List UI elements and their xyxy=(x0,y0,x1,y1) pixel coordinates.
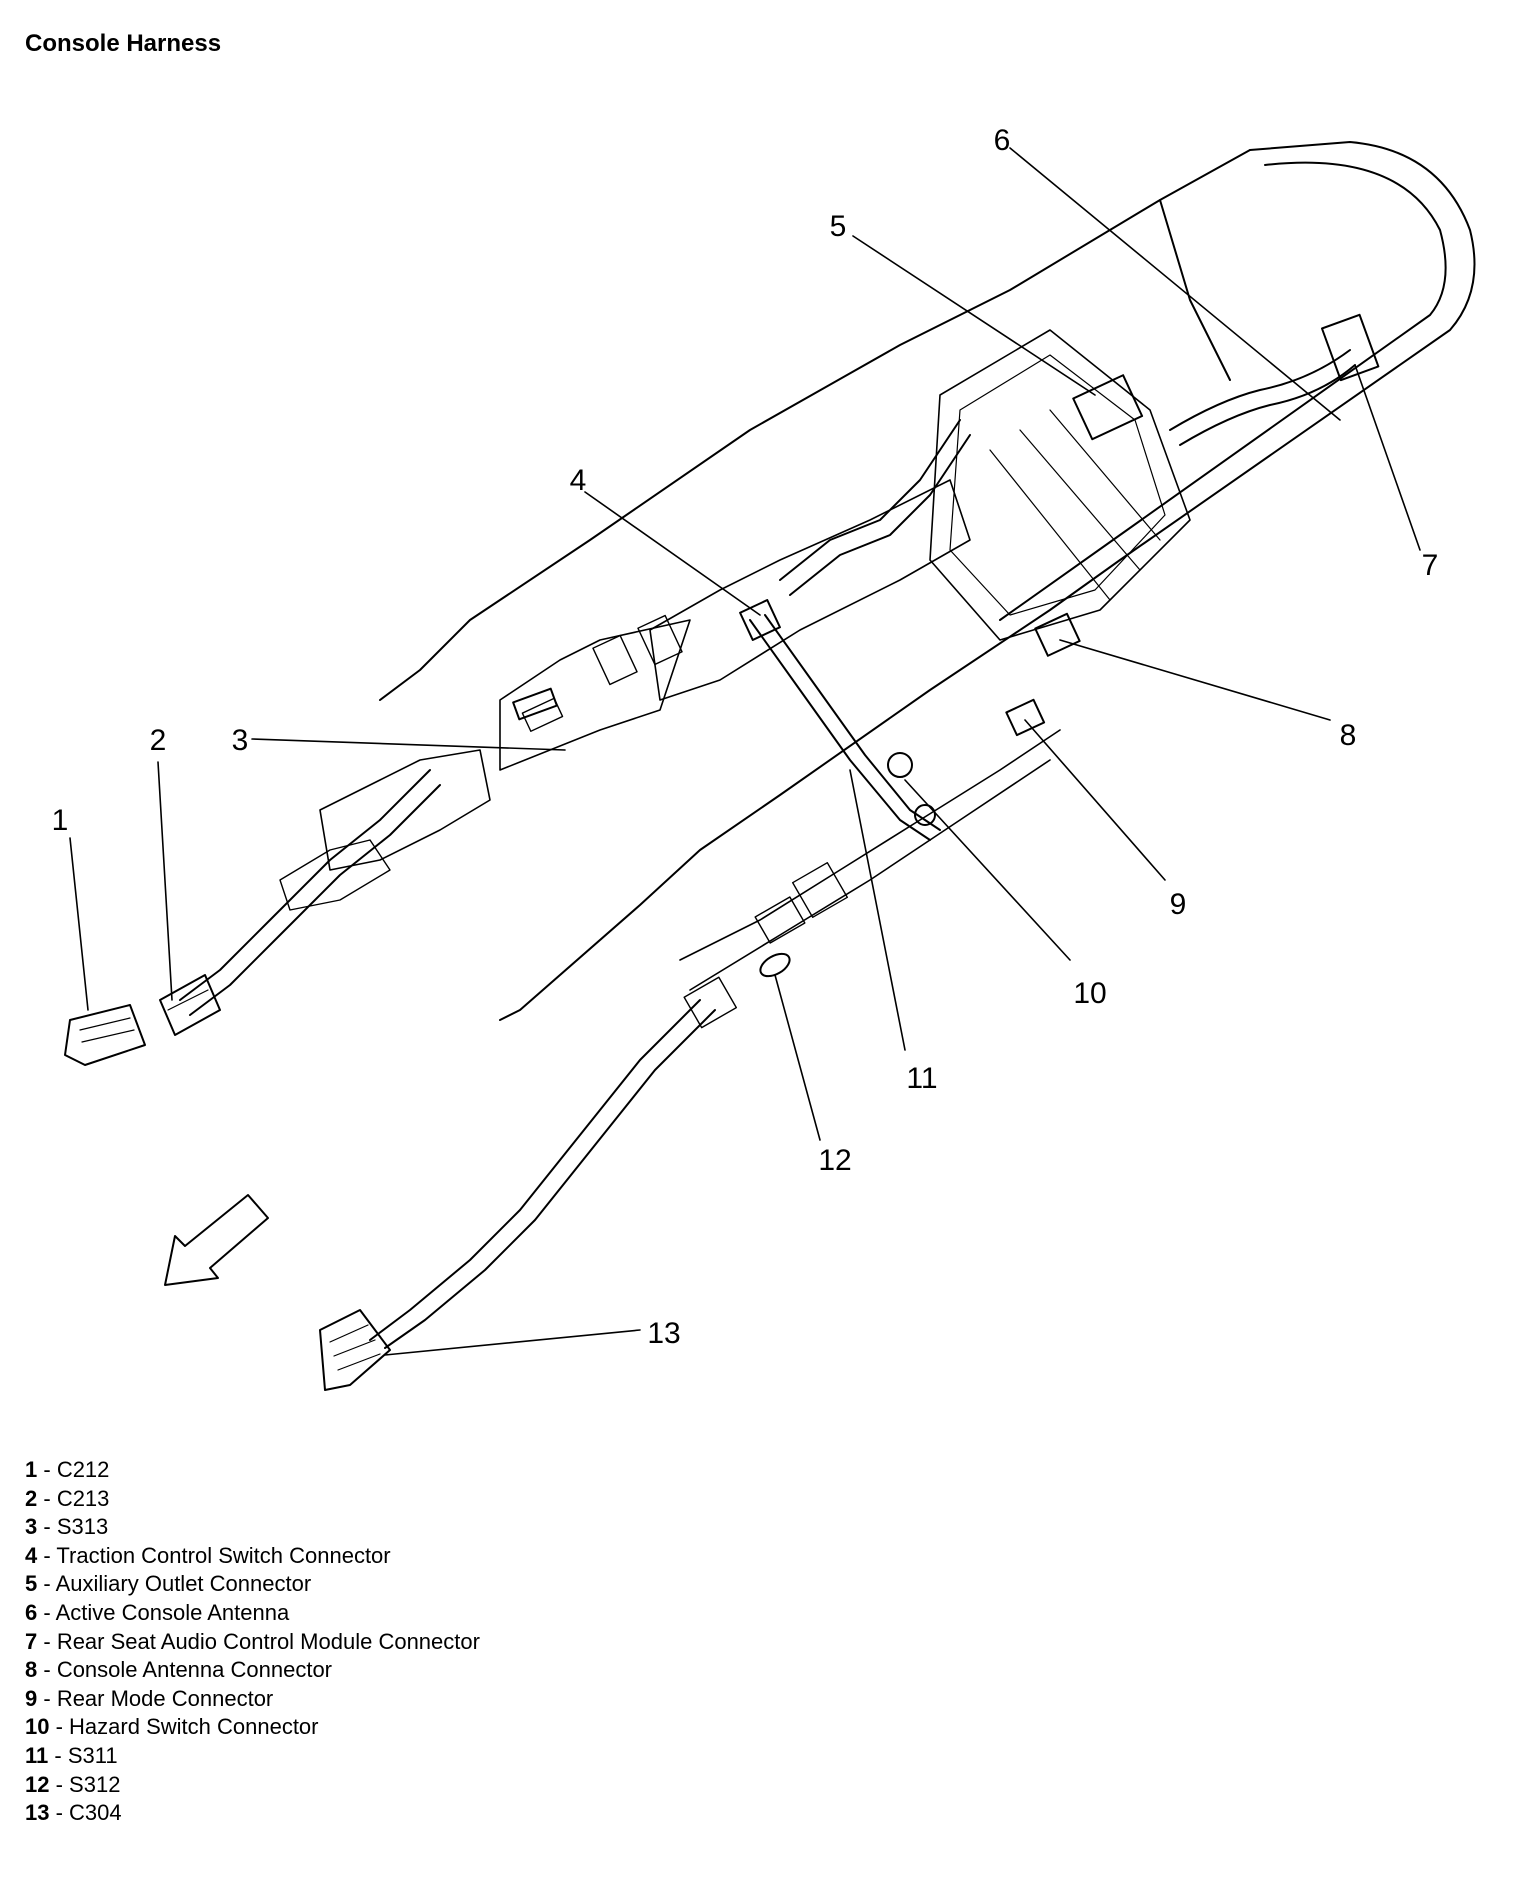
legend-text: Console Antenna Connector xyxy=(56,1657,333,1683)
callout-12: 12 xyxy=(818,1144,851,1177)
legend-number: 5 xyxy=(25,1571,38,1597)
legend-separator: - xyxy=(49,1800,70,1826)
legend-text: Active Console Antenna xyxy=(55,1599,290,1625)
legend-text: C213 xyxy=(56,1485,110,1511)
legend-number: 11 xyxy=(25,1742,49,1768)
callout-6: 6 xyxy=(994,124,1011,157)
legend-separator: - xyxy=(37,1514,57,1540)
callout-numbers: 1 2 3 4 5 6 7 8 9 10 11 12 13 xyxy=(52,124,1439,1350)
legend-number: 1 xyxy=(25,1457,38,1482)
legend-item: 8 - Console Antenna Connector xyxy=(25,1656,480,1685)
legend-text: Hazard Switch Connector xyxy=(69,1714,319,1740)
legend-separator: - xyxy=(37,1628,57,1654)
legend-separator: - xyxy=(37,1485,57,1511)
legend-text: S311 xyxy=(67,1742,118,1768)
legend-item: 7 - Rear Seat Audio Control Module Conne… xyxy=(25,1628,480,1657)
legend-number: 9 xyxy=(25,1685,38,1711)
legend-item: 1 - C212 xyxy=(25,1456,480,1485)
legend-separator: - xyxy=(48,1742,68,1768)
callout-1: 1 xyxy=(52,804,69,837)
callout-2: 2 xyxy=(150,724,167,757)
leader-lines xyxy=(69,147,1421,1356)
legend-separator: - xyxy=(49,1771,70,1797)
legend-separator: - xyxy=(37,1457,57,1482)
legend-item: 2 - C213 xyxy=(25,1485,480,1514)
legend-text: S312 xyxy=(69,1771,121,1797)
legend-item: 9 - Rear Mode Connector xyxy=(25,1685,480,1714)
legend-text: Auxiliary Outlet Connector xyxy=(55,1571,312,1597)
legend-number: 13 xyxy=(25,1800,50,1826)
connectors xyxy=(64,313,1380,1391)
diagram-title: Console Harness xyxy=(25,30,222,57)
legend-separator: - xyxy=(37,1657,57,1683)
legend-text: Traction Control Switch Connector xyxy=(56,1542,391,1568)
legend-item: 5 - Auxiliary Outlet Connector xyxy=(25,1570,480,1599)
legend-number: 4 xyxy=(25,1542,38,1568)
callout-13: 13 xyxy=(647,1317,680,1350)
legend-number: 2 xyxy=(25,1485,38,1511)
legend-item: 13 - C304 xyxy=(25,1799,480,1828)
legend-text: C304 xyxy=(69,1800,122,1826)
legend-separator: - xyxy=(37,1599,56,1625)
callout-7: 7 xyxy=(1422,549,1439,582)
console-body xyxy=(279,141,1476,1029)
legend-item: 3 - S313 xyxy=(25,1513,480,1542)
legend-item: 6 - Active Console Antenna xyxy=(25,1599,480,1628)
callout-10: 10 xyxy=(1073,977,1106,1010)
legend-number: 7 xyxy=(25,1628,38,1654)
legend-number: 6 xyxy=(25,1599,38,1625)
legend-number: 8 xyxy=(25,1657,38,1683)
legend-item: 11 - S311 xyxy=(25,1742,480,1771)
legend-text: Rear Seat Audio Control Module Connector xyxy=(56,1628,480,1654)
console-harness-drawing: 1 2 3 4 5 6 7 8 9 10 11 12 13 xyxy=(52,124,1476,1391)
legend-text: Rear Mode Connector xyxy=(56,1685,274,1711)
legend-text: S313 xyxy=(56,1514,109,1540)
legend-item: 4 - Traction Control Switch Connector xyxy=(25,1542,480,1571)
forward-direction-arrow xyxy=(164,1194,269,1286)
callout-5: 5 xyxy=(830,210,847,243)
legend-number: 3 xyxy=(25,1514,38,1540)
callout-legend: 1 - C212 2 - C213 3 - S313 4 - Traction … xyxy=(25,1456,480,1828)
legend-separator: - xyxy=(37,1571,56,1597)
harness-wires xyxy=(179,349,1356,1349)
callout-4: 4 xyxy=(570,464,587,497)
legend-number: 12 xyxy=(25,1771,50,1797)
legend-item: 12 - S312 xyxy=(25,1771,480,1800)
legend-separator: - xyxy=(37,1685,57,1711)
legend-item: 10 - Hazard Switch Connector xyxy=(25,1713,480,1742)
legend-number: 10 xyxy=(25,1714,50,1740)
legend-text: C212 xyxy=(56,1457,110,1482)
legend-separator: - xyxy=(37,1542,57,1568)
callout-11: 11 xyxy=(906,1062,937,1095)
callout-3: 3 xyxy=(232,724,249,757)
callout-9: 9 xyxy=(1170,888,1187,921)
callout-8: 8 xyxy=(1340,719,1357,752)
legend-separator: - xyxy=(49,1714,70,1740)
